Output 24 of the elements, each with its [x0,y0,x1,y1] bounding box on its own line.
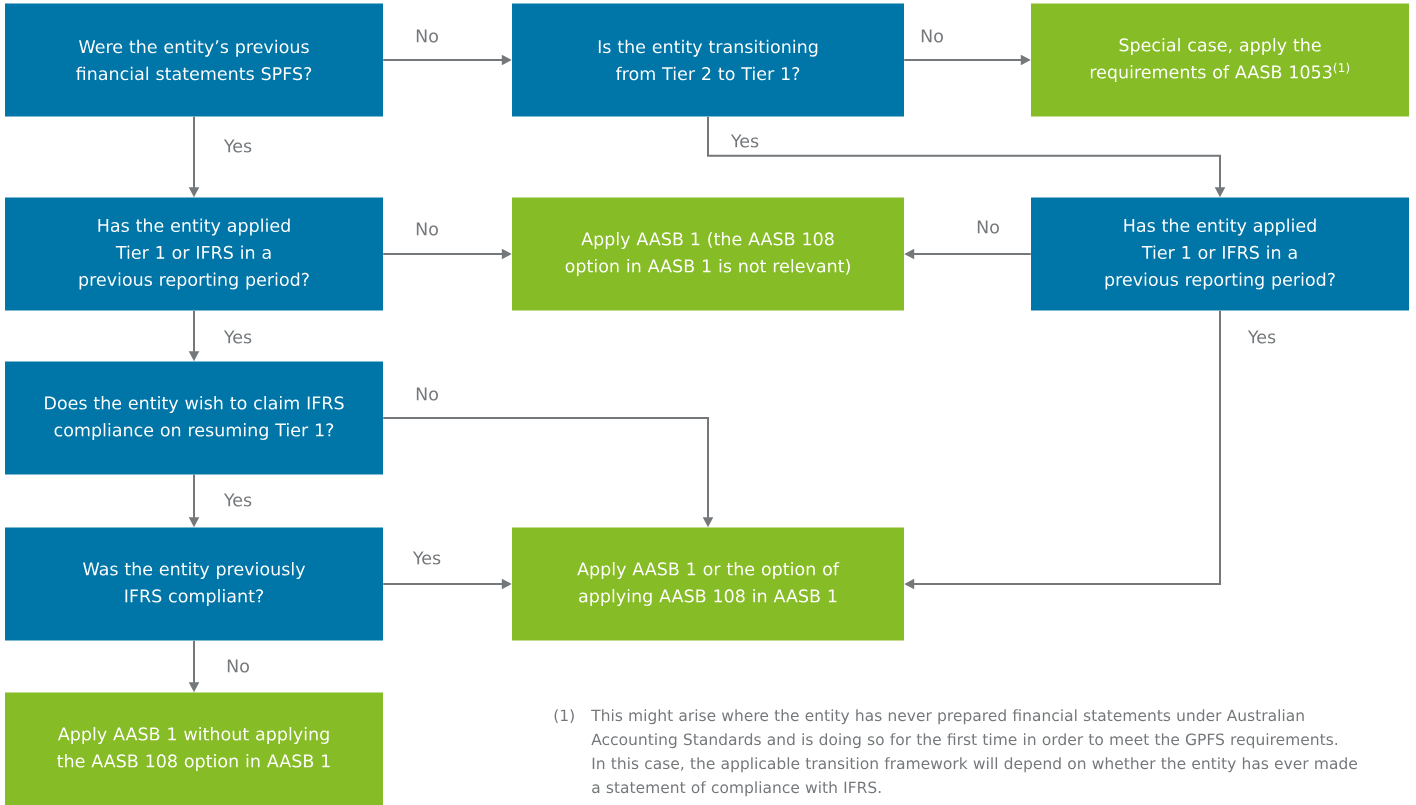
edge-label: No [921,29,943,43]
edge-label: Yes [412,551,441,565]
edge-label: No [416,222,438,236]
footnote-number: (1) [554,709,574,723]
edge-label: Yes [223,139,252,153]
question-box: Has the entity applied Tier 1 or IFRS in a previous reporting period? [5,197,383,311]
outcome-box: Apply AASB 1 without applying the AASB 108 option in AASB 1 [5,692,383,805]
edge-label: Yes [730,134,759,148]
footnote-text: This might arise where the entity has never prepared financial statements under Australian Accounting Standards and is doing so for the first time in order to meet the GPFS requirements. In this case, the applicable transition framework will depend on whether the entity has ever made a statement of compliance with IFRS. [591,709,1357,797]
question-box: Is the entity transitioning from Tier 2 to Tier 1? [512,3,904,117]
outcome-box: Special case, apply the requirements of AASB 1053$^{(1)}$ [1031,3,1409,117]
edge-label: Yes [223,493,252,507]
outcome-box: Apply AASB 1 or the option of applying AASB 108 in AASB 1 [512,527,904,641]
edge-label: No [416,29,438,43]
edge-label: Yes [1247,330,1276,344]
question-box: Was the entity previously IFRS compliant? [5,527,383,641]
question-box: Has the entity applied Tier 1 or IFRS in a previous reporting period? [1031,197,1409,311]
edge-label: No [227,659,249,673]
outcome-box: Apply AASB 1 (the AASB 108 option in AASB 1 is not relevant) [512,197,904,311]
question-box: Were the entity’s previous financial statements SPFS? [5,3,383,117]
edge-label: No [977,220,999,234]
edge-label: Yes [223,330,252,344]
edge-label: No [416,387,438,401]
question-box: Does the entity wish to claim IFRS compliance on resuming Tier 1? [5,361,383,475]
